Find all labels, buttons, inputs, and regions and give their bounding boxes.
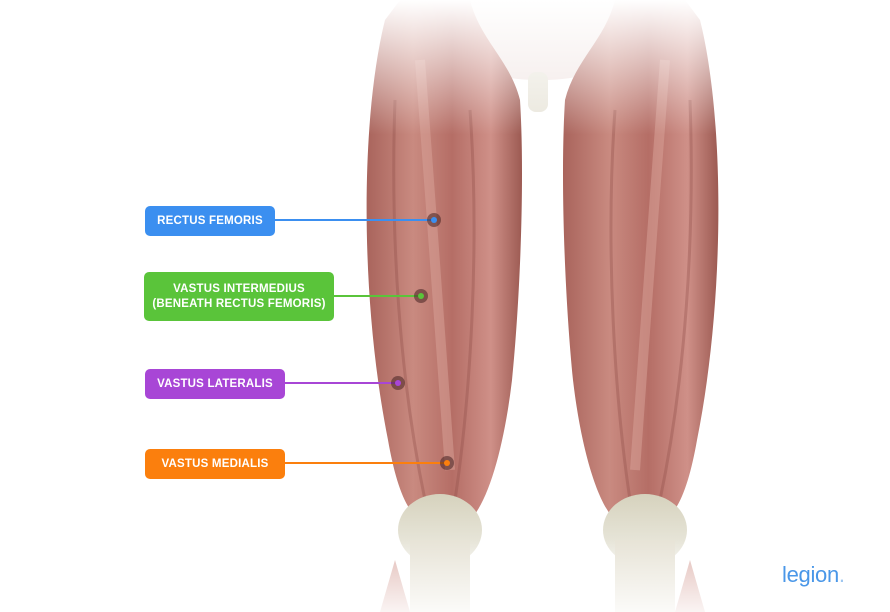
label-vastus-intermedius: VASTUS INTERMEDIUS (BENEATH RECTUS FEMOR… xyxy=(144,272,334,321)
label-vastus-intermedius-line1: VASTUS INTERMEDIUS xyxy=(173,282,305,295)
marker-vastus-intermedius xyxy=(414,289,428,303)
label-vastus-medialis-text: VASTUS MEDIALIS xyxy=(161,457,269,470)
leader-line-rectus-femoris xyxy=(275,219,434,221)
leader-line-vastus-lateralis xyxy=(285,382,398,384)
label-vastus-medialis: VASTUS MEDIALIS xyxy=(145,449,285,479)
leader-line-vastus-intermedius xyxy=(334,295,421,297)
legion-logo-text: legion xyxy=(782,562,839,587)
marker-vastus-lateralis xyxy=(391,376,405,390)
legion-logo-period: . xyxy=(838,562,845,587)
label-rectus-femoris: RECTUS FEMORIS xyxy=(145,206,275,236)
label-vastus-lateralis: VASTUS LATERALIS xyxy=(145,369,285,399)
legion-logo: legion. xyxy=(782,562,845,588)
label-vastus-lateralis-text: VASTUS LATERALIS xyxy=(157,377,273,390)
label-rectus-femoris-text: RECTUS FEMORIS xyxy=(157,214,263,227)
marker-vastus-medialis xyxy=(440,456,454,470)
leader-line-vastus-medialis xyxy=(285,462,447,464)
label-vastus-intermedius-line2: (BENEATH RECTUS FEMORIS) xyxy=(152,297,326,310)
marker-rectus-femoris xyxy=(427,213,441,227)
